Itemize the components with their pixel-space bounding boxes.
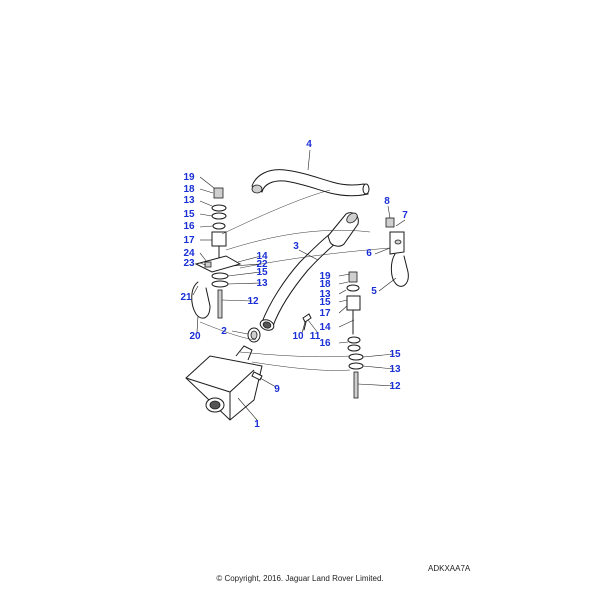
callout-c14b: 14	[319, 322, 331, 333]
callout-c18b: 18	[319, 279, 331, 290]
callout-c1: 1	[254, 419, 260, 430]
front-mounting-bracket	[385, 217, 409, 287]
callout-c12b: 12	[389, 381, 401, 392]
callout-c13a: 13	[183, 195, 195, 206]
small-fixings	[251, 313, 312, 381]
drawing-reference-code: ADKXAA7A	[428, 564, 471, 573]
callout-c11: 11	[310, 331, 321, 342]
callout-c21: 21	[180, 292, 192, 303]
callout-c4: 4	[306, 139, 312, 150]
callout-c10: 10	[292, 331, 304, 342]
callout-c8: 8	[384, 196, 390, 207]
callout-c13d: 13	[389, 364, 401, 375]
callout-c12a: 12	[247, 296, 259, 307]
part-intermediate-pipe	[259, 212, 359, 331]
centre-mounting-stack	[346, 271, 364, 399]
callout-c7: 7	[402, 210, 408, 221]
callout-c15c: 15	[319, 297, 331, 308]
left-mounting-stack	[191, 187, 242, 319]
callout-c20: 20	[189, 331, 201, 342]
callout-c3: 3	[293, 241, 299, 252]
callout-c23: 23	[183, 258, 195, 269]
callout-c15a: 15	[183, 209, 195, 220]
callout-c18a: 18	[183, 184, 195, 195]
callout-c19a: 19	[183, 172, 195, 183]
callout-c14a: 14	[256, 251, 268, 262]
callout-c15d: 15	[389, 349, 401, 360]
callout-c2: 2	[221, 326, 227, 337]
callout-c5: 5	[371, 286, 377, 297]
callout-c19b: 19	[319, 271, 331, 282]
callout-c17b: 17	[319, 308, 331, 319]
callout-c24: 24	[183, 248, 195, 259]
callout-c16a: 16	[183, 221, 195, 232]
callout-c15b: 15	[256, 267, 268, 278]
callout-c16b: 16	[319, 338, 331, 349]
part-front-pipe	[251, 169, 370, 197]
callout-c13b: 13	[256, 278, 268, 289]
callout-c6: 6	[366, 248, 372, 259]
leader-lines	[192, 149, 406, 421]
part-rear-silencer	[185, 345, 263, 421]
part-clamp-sleeve	[247, 327, 261, 343]
hanger-straps	[199, 189, 391, 371]
callout-c22: 22	[256, 259, 268, 270]
copyright-notice: © Copyright, 2016. Jaguar Land Rover Lim…	[216, 574, 384, 583]
callout-c13c: 13	[319, 289, 331, 300]
callout-c9: 9	[274, 384, 280, 395]
callout-c17a: 17	[183, 235, 195, 246]
